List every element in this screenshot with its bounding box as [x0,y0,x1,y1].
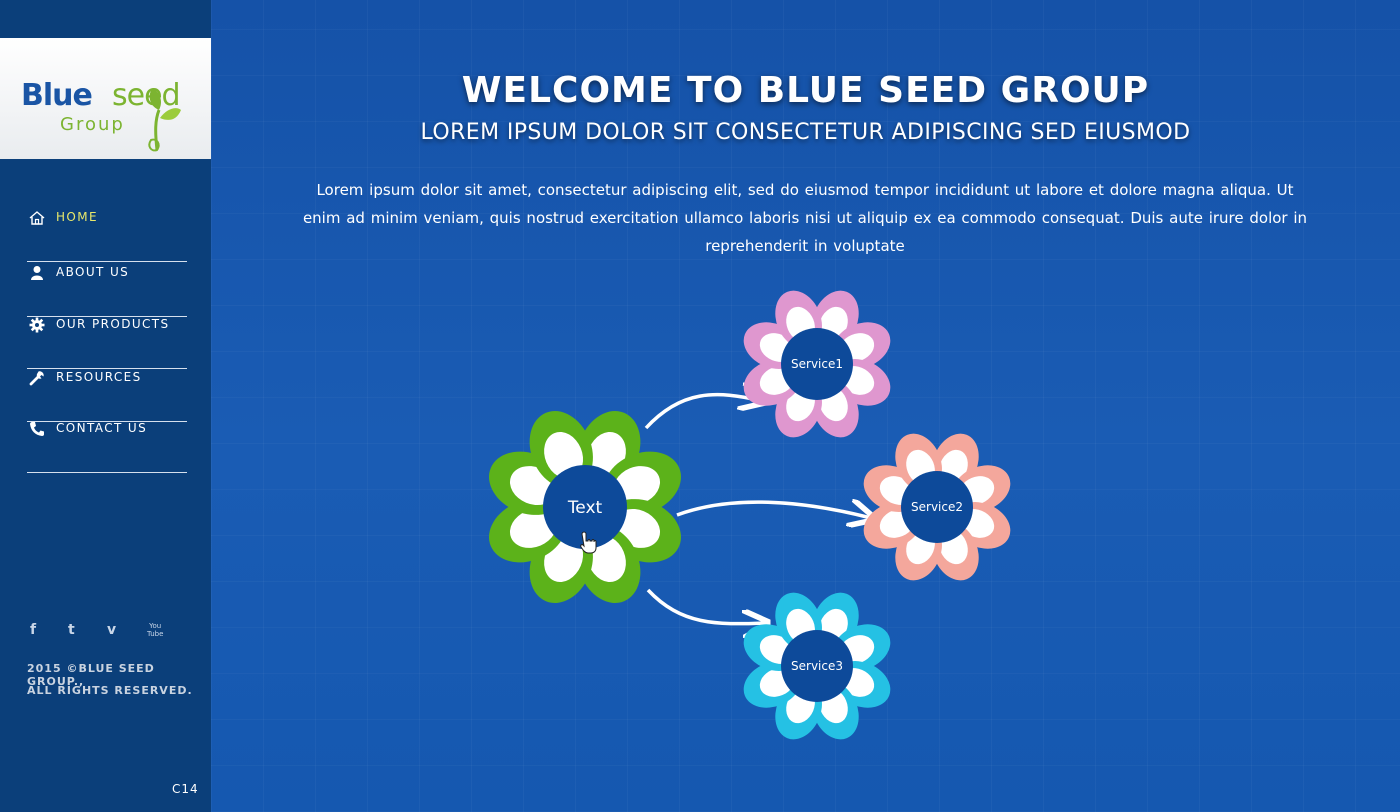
nav-label-resources: RESOURCES [56,370,142,384]
nav-label-our-products: OUR PRODUCTS [56,317,170,331]
sidebar: Blue seed Group HOME ABOUT US OUR PRO [0,0,211,812]
vimeo-icon[interactable]: v [107,622,117,638]
nav-item-our-products[interactable]: OUR PRODUCTS [27,317,187,369]
flower-center-disc [901,471,973,543]
logo-text-blue: Blue [21,78,93,113]
service2-flower[interactable]: Service2 [857,427,1018,588]
hand-cursor-icon [580,531,597,554]
service-diagram: Text Service1 Service2 Service3 [479,284,1018,747]
user-icon [31,266,43,280]
home-icon [29,211,45,225]
youtube-icon-top: You [149,622,162,630]
phone-icon [30,422,44,436]
logo-text-group: Group [60,114,125,135]
service3-flower[interactable]: Service3 [737,586,898,747]
copyright-line-2: ALL RIGHTS RESERVED. [27,684,193,697]
twitter-icon[interactable]: t [68,622,75,638]
copyright-line-1: 2015 ©BLUE SEED GROUP., [27,662,155,688]
service1-flower[interactable]: Service1 [737,284,898,445]
nav-label-about-us: ABOUT US [56,265,130,279]
logo[interactable] [0,38,211,159]
arrow-to-service1 [644,395,762,430]
nav-item-about-us[interactable]: ABOUT US [27,265,187,317]
arrow-to-service3 [646,588,765,624]
flower-center-disc [781,328,853,400]
nav-item-resources[interactable]: RESOURCES [27,370,187,422]
youtube-icon-bottom: Tube [147,630,164,638]
gear-icon [29,317,45,333]
intro-paragraph: Lorem ipsum dolor sit amet, consectetur … [302,181,1308,255]
arrow-to-service2 [676,502,871,518]
nav-label-home: HOME [56,210,99,224]
flower-label: Service2 [911,500,963,514]
flower-label: Text [567,498,603,518]
wrench-icon [29,371,44,386]
flower-label: Service3 [791,659,843,673]
page-subtitle: LOREM IPSUM DOLOR SIT CONSECTETUR ADIPIS… [420,120,1191,145]
flower-label: Service1 [791,357,843,371]
main-content: WELCOME TO BLUE SEED GROUP LOREM IPSUM D… [211,0,1400,812]
nav-label-contact-us: CONTACT US [56,421,148,435]
nav-item-home[interactable]: HOME [27,210,187,262]
sprout-icon [148,88,181,152]
flower-center-disc [543,465,627,549]
nav-item-contact-us[interactable]: CONTACT US [27,421,187,473]
page-code: C14 [172,782,199,796]
youtube-icon[interactable]: You Tube [147,622,163,638]
facebook-icon[interactable]: f [30,622,37,638]
page-title: WELCOME TO BLUE SEED GROUP [461,70,1150,111]
flower-center-disc [781,630,853,702]
logo-text-seed: seed [112,78,181,113]
center-flower[interactable]: Text [479,401,690,612]
